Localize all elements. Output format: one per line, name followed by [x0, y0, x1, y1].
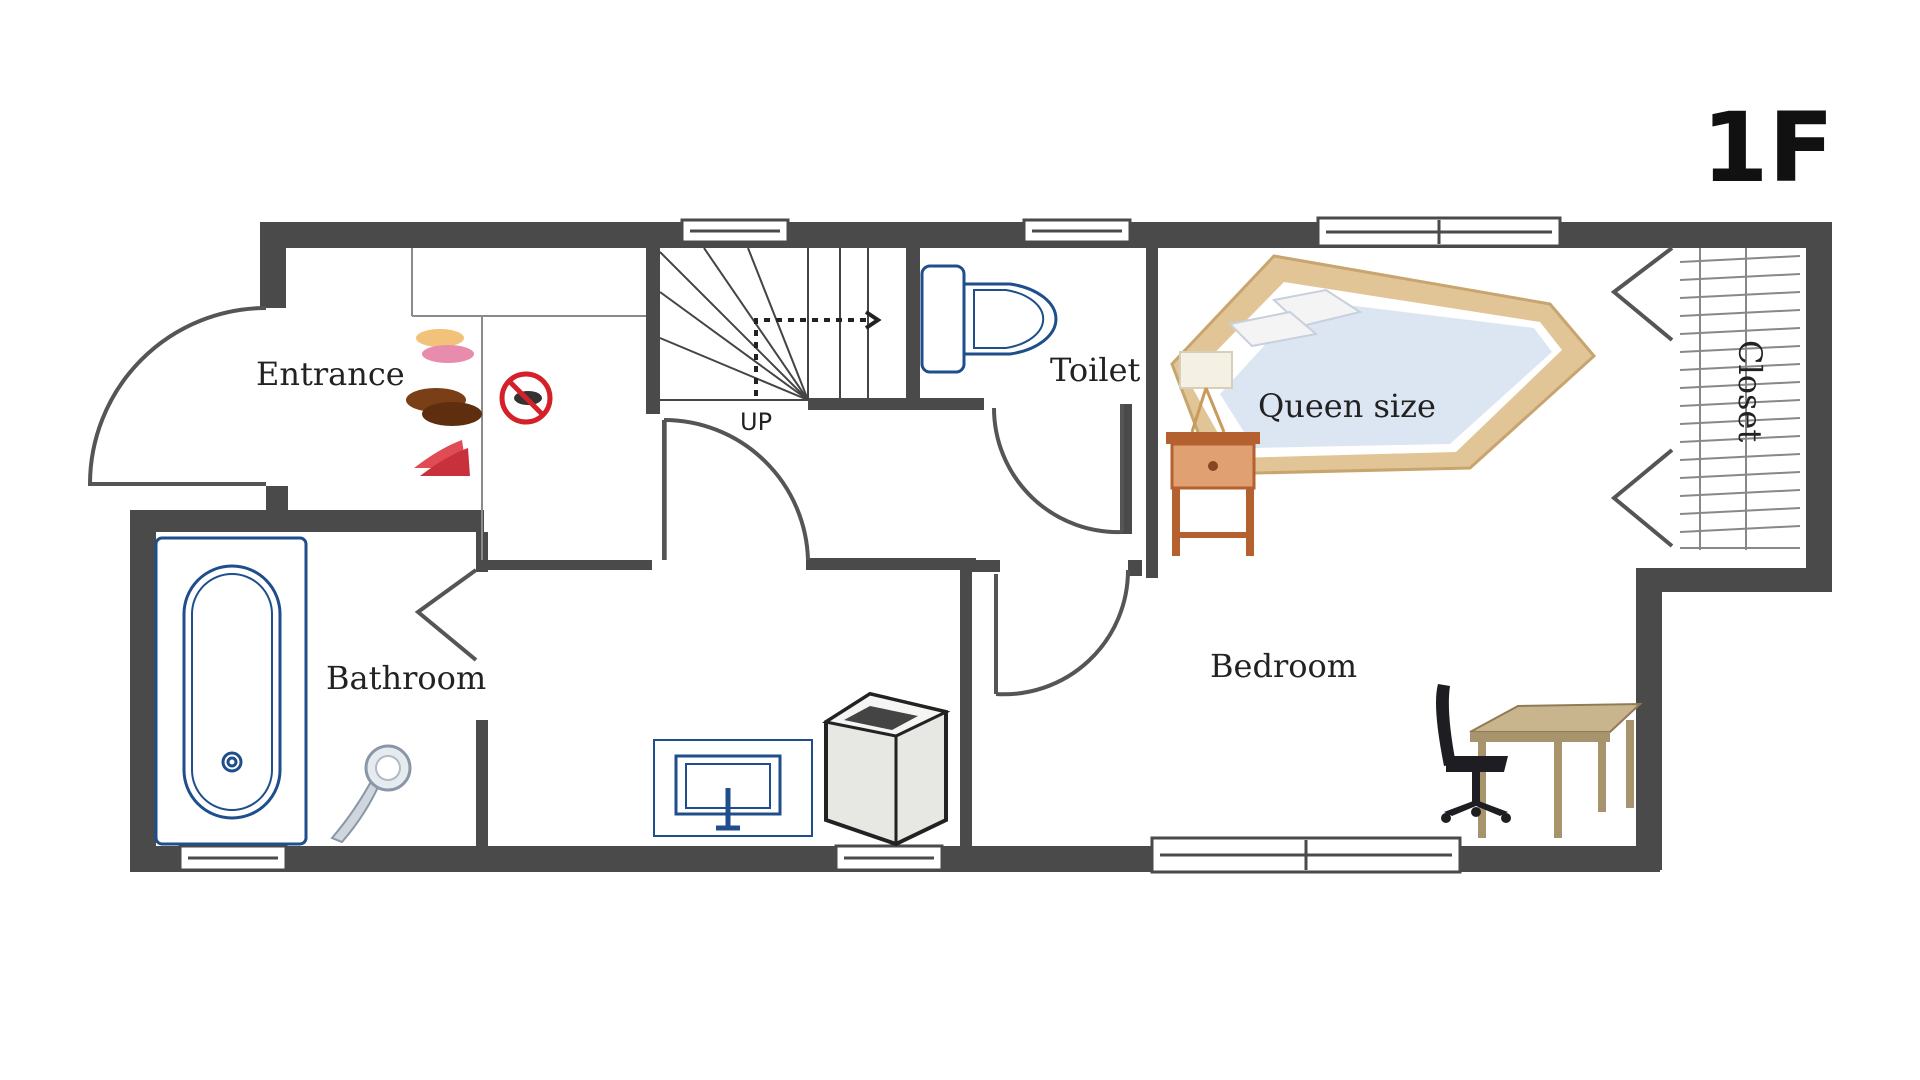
floor-label: 1F: [1701, 92, 1834, 204]
shoes-icon: [406, 329, 482, 476]
closet-door-top: [1610, 246, 1674, 342]
office-chair-icon: [1436, 684, 1511, 823]
room-label-bathroom: Bathroom: [326, 659, 487, 697]
no-shoes-icon: [499, 371, 553, 425]
doors: [87, 246, 1674, 697]
desk-icon: [1469, 702, 1643, 838]
up-arrow: [754, 318, 870, 396]
bathroom-door: [414, 568, 478, 662]
closet-rails: [1679, 248, 1801, 550]
closet-door-bottom: [1610, 448, 1674, 548]
lamp-icon: [1179, 351, 1233, 433]
toilet-door: [992, 407, 1123, 535]
windows: [178, 216, 1562, 874]
stairs-direction-label: UP: [740, 408, 773, 436]
staircase: [659, 247, 882, 401]
toilet-icon: [920, 264, 1058, 374]
room-label-toilet: Toilet: [1050, 351, 1141, 389]
washing-machine-icon: [822, 691, 951, 847]
room-label-closet: Closet: [1731, 340, 1769, 443]
interior-walls: [476, 248, 1158, 850]
shower-head-icon: [330, 744, 412, 844]
entrance-door: [87, 306, 267, 486]
sink-icon: [653, 739, 813, 837]
room-label-bedroom: Bedroom: [1210, 647, 1358, 685]
room-label-entrance: Entrance: [256, 355, 405, 393]
nightstand-icon: [1166, 432, 1260, 556]
bedroom-door: [995, 569, 1131, 697]
hall-door: [663, 418, 810, 561]
bathtub-icon: [154, 536, 308, 846]
bed-icon: [1170, 254, 1597, 476]
room-label-bed: Queen size: [1258, 387, 1436, 425]
